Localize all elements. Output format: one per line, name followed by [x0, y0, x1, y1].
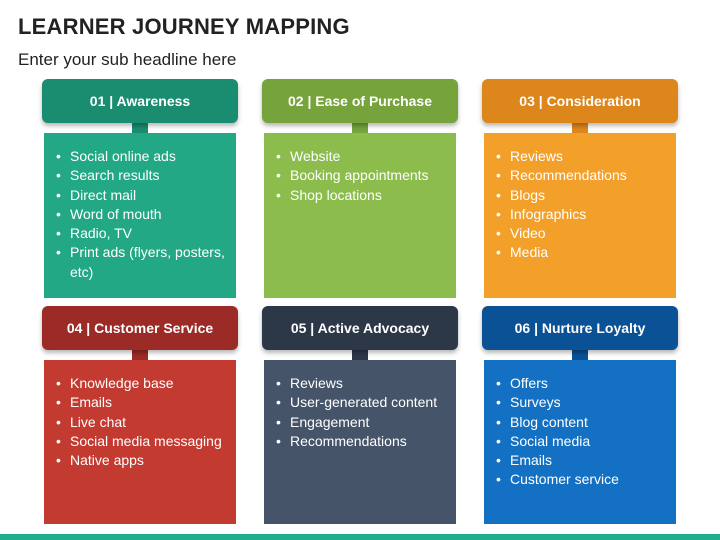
list-item: Shop locations: [274, 186, 448, 206]
card-body: Social online adsSearch resultsDirect ma…: [44, 133, 236, 298]
card-connector: [132, 123, 148, 133]
card-heading: 03 | Consideration: [519, 93, 641, 109]
card-connector: [572, 350, 588, 360]
card-list: ReviewsRecommendationsBlogsInfographicsV…: [494, 147, 668, 263]
card-body: ReviewsUser-generated contentEngagementR…: [264, 360, 456, 524]
card-header: 05 | Active Advocacy: [262, 306, 458, 350]
list-item: Direct mail: [54, 186, 228, 206]
list-item: User-generated content: [274, 393, 448, 413]
card-header: 02 | Ease of Purchase: [262, 79, 458, 123]
list-item: Recommendations: [494, 166, 668, 186]
list-item: Reviews: [494, 147, 668, 167]
card-body: OffersSurveysBlog contentSocial mediaEma…: [484, 360, 676, 524]
list-item: Recommendations: [274, 432, 448, 452]
list-item: Offers: [494, 374, 668, 394]
list-item: Engagement: [274, 413, 448, 433]
list-item: Media: [494, 243, 668, 263]
card-body: ReviewsRecommendationsBlogsInfographicsV…: [484, 133, 676, 298]
card-consideration: 03 | Consideration ReviewsRecommendation…: [482, 79, 678, 298]
card-list: ReviewsUser-generated contentEngagementR…: [274, 374, 448, 451]
card-list: WebsiteBooking appointmentsShop location…: [274, 147, 448, 205]
card-connector: [352, 350, 368, 360]
list-item: Surveys: [494, 393, 668, 413]
card-heading: 01 | Awareness: [89, 93, 191, 109]
card-heading: 02 | Ease of Purchase: [288, 93, 432, 109]
card-connector: [572, 123, 588, 133]
card-heading: 04 | Customer Service: [66, 320, 214, 336]
card-header: 03 | Consideration: [482, 79, 678, 123]
card-body: Knowledge baseEmailsLive chatSocial medi…: [44, 360, 236, 524]
list-item: Word of mouth: [54, 205, 228, 225]
page-subtitle: Enter your sub headline here: [18, 50, 237, 69]
list-item: Emails: [54, 393, 228, 413]
list-item: Print ads (flyers, posters, etc): [54, 243, 228, 282]
list-item: Booking appointments: [274, 166, 448, 186]
list-item: Blogs: [494, 186, 668, 206]
list-item: Search results: [54, 166, 228, 186]
card-list: OffersSurveysBlog contentSocial mediaEma…: [494, 374, 668, 490]
card-ease-of-purchase: 02 | Ease of Purchase WebsiteBooking app…: [262, 79, 458, 298]
list-item: Website: [274, 147, 448, 167]
list-item: Radio, TV: [54, 224, 228, 244]
list-item: Social media messaging: [54, 432, 228, 452]
card-header: 01 | Awareness: [42, 79, 238, 123]
card-header: 06 | Nurture Loyalty: [482, 306, 678, 350]
list-item: Social media: [494, 432, 668, 452]
list-item: Reviews: [274, 374, 448, 394]
card-nurture-loyalty: 06 | Nurture Loyalty OffersSurveysBlog c…: [482, 306, 678, 524]
card-heading: 06 | Nurture Loyalty: [514, 320, 646, 336]
card-heading: 05 | Active Advocacy: [290, 320, 430, 336]
card-active-advocacy: 05 | Active Advocacy ReviewsUser-generat…: [262, 306, 458, 524]
card-list: Social online adsSearch resultsDirect ma…: [54, 147, 228, 282]
list-item: Video: [494, 224, 668, 244]
list-item: Live chat: [54, 413, 228, 433]
list-item: Social online ads: [54, 147, 228, 167]
card-list: Knowledge baseEmailsLive chatSocial medi…: [54, 374, 228, 471]
list-item: Customer service: [494, 470, 668, 490]
list-item: Emails: [494, 451, 668, 471]
card-body: WebsiteBooking appointmentsShop location…: [264, 133, 456, 298]
list-item: Native apps: [54, 451, 228, 471]
footer-bar: [0, 534, 720, 540]
card-header: 04 | Customer Service: [42, 306, 238, 350]
card-connector: [132, 350, 148, 360]
list-item: Blog content: [494, 413, 668, 433]
card-customer-service: 04 | Customer Service Knowledge baseEmai…: [42, 306, 238, 524]
list-item: Knowledge base: [54, 374, 228, 394]
card-connector: [352, 123, 368, 133]
list-item: Infographics: [494, 205, 668, 225]
page-title: LEARNER JOURNEY MAPPING: [18, 14, 350, 39]
card-awareness: 01 | Awareness Social online adsSearch r…: [42, 79, 238, 298]
